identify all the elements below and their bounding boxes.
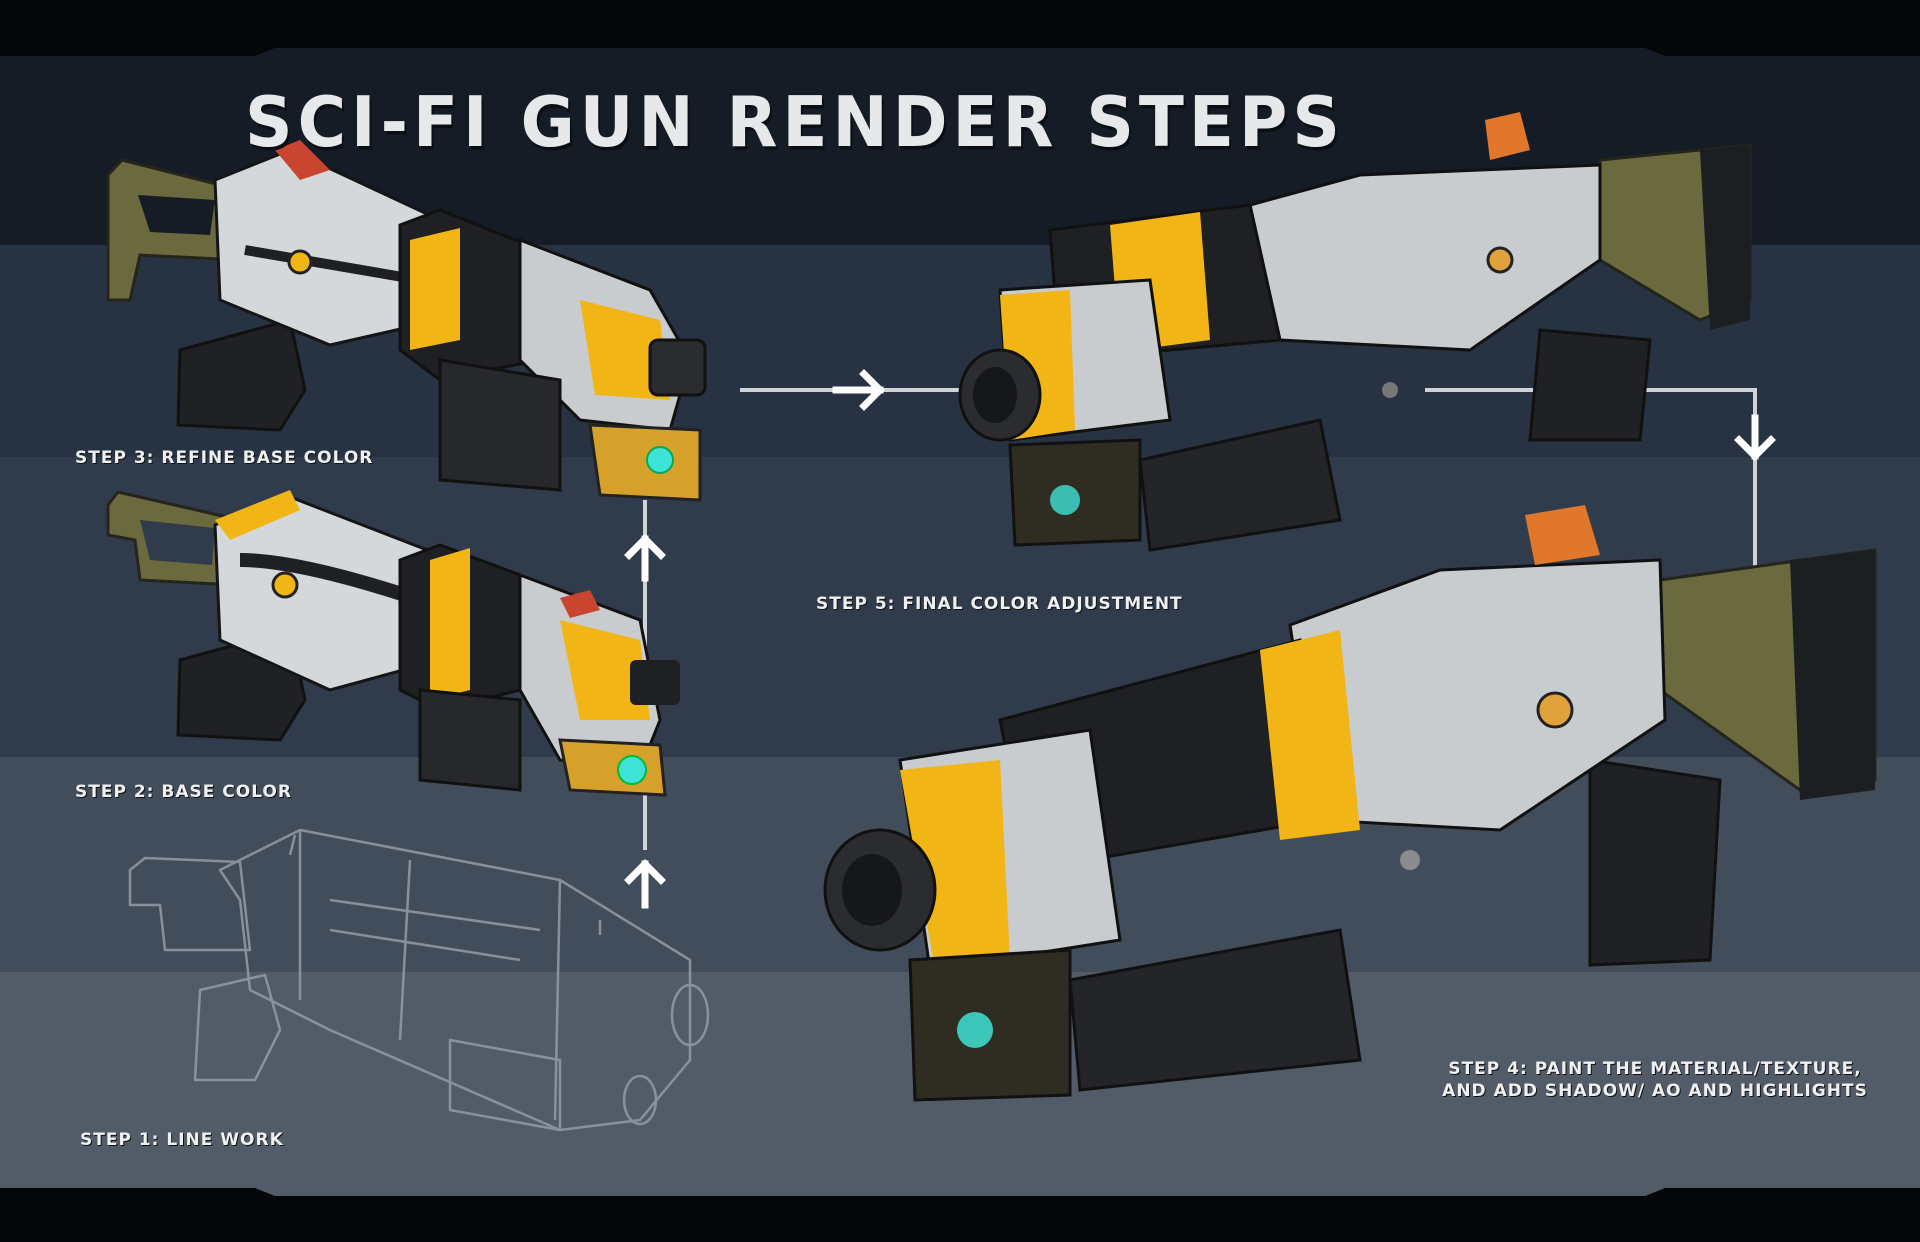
step-5-caption: STEP 5: FINAL COLOR ADJUSTMENT <box>816 594 1183 614</box>
step-3-caption: STEP 3: REFINE BASE COLOR <box>75 448 374 468</box>
step-2-caption: STEP 2: BASE COLOR <box>75 782 292 802</box>
step-1-caption: STEP 1: LINE WORK <box>80 1130 284 1150</box>
page-title: SCI-FI GUN RENDER STEPS <box>245 82 1345 163</box>
step-4-caption: STEP 4: PAINT THE MATERIAL/TEXTURE, AND … <box>1442 1059 1868 1101</box>
